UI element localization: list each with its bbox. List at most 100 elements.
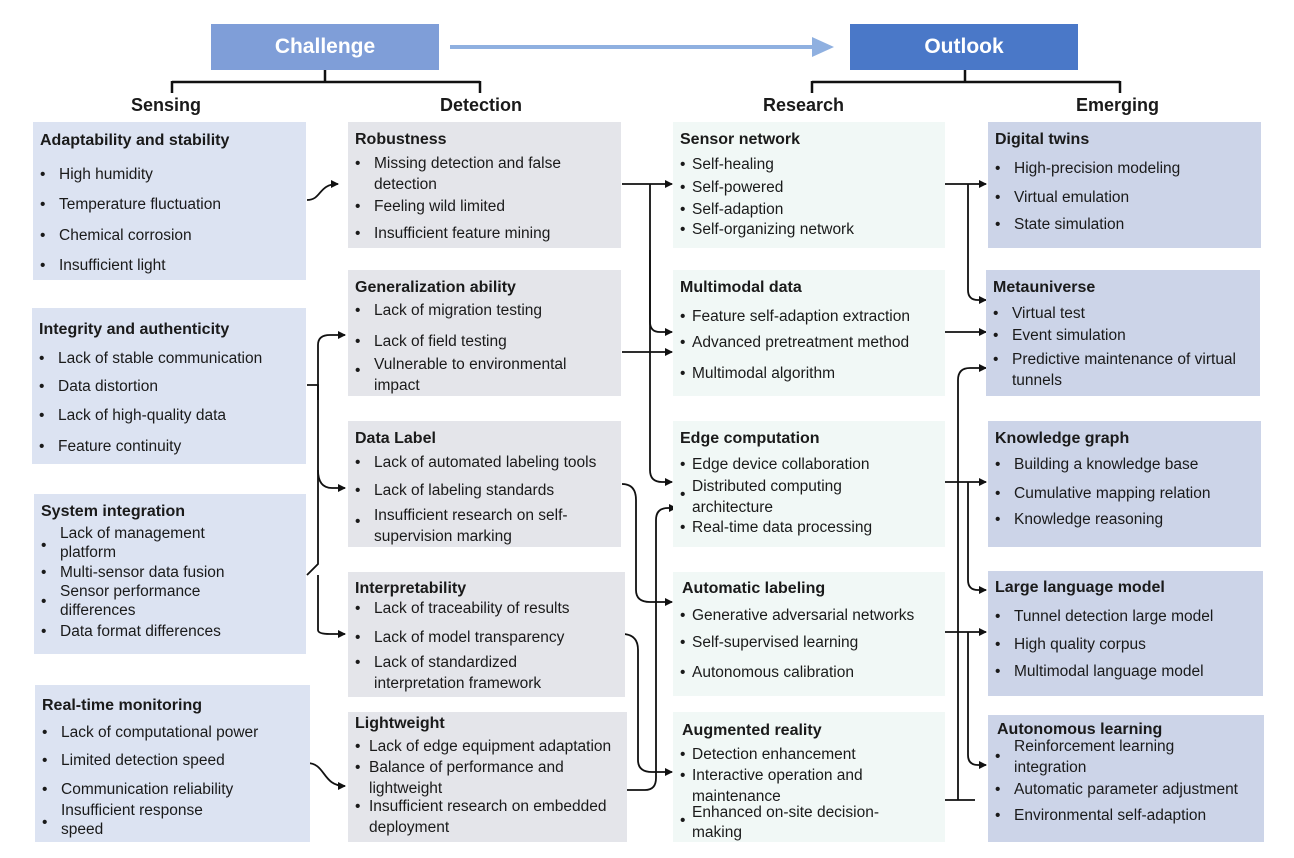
list-item: •Environmental self-adaption bbox=[995, 807, 1207, 824]
list-item: •Multimodal algorithm bbox=[680, 365, 835, 382]
emerging-box-digital-twins: Digital twins •High-precision modeling •… bbox=[988, 122, 1261, 248]
list-item: •Feature continuity bbox=[39, 438, 182, 455]
list-item: •Sensor performance differences bbox=[41, 583, 201, 619]
list-item: •Lack of model transparency bbox=[355, 629, 565, 646]
list-item: •Interactive operation and maintenance bbox=[680, 767, 863, 805]
list-item: •Enhanced on-site decision-making bbox=[680, 804, 879, 841]
column-title-detection: Detection bbox=[440, 95, 523, 115]
column-title-sensing: Sensing bbox=[131, 95, 202, 115]
detection-box-interpretability: Interpretability •Lack of traceability o… bbox=[348, 572, 625, 697]
list-item: •Lack of traceability of results bbox=[355, 600, 570, 617]
list-item: •Event simulation bbox=[993, 327, 1126, 344]
list-item: •Lack of management platform bbox=[41, 525, 205, 561]
emerging-box-large-language-model: Large language model •Tunnel detection l… bbox=[988, 571, 1263, 696]
emerging-box-metauniverse: Metauniverse •Virtual test •Event simula… bbox=[986, 270, 1260, 396]
list-item: •Insufficient research on embedded deplo… bbox=[355, 798, 607, 836]
research-box-edge-computation: Edge computation •Edge device collaborat… bbox=[673, 421, 945, 547]
list-item: •Insufficient research on self-supervisi… bbox=[355, 507, 568, 545]
list-item: •Data distortion bbox=[39, 378, 158, 395]
list-item: •Data format differences bbox=[41, 623, 221, 640]
detection-box-lightweight: Lightweight •Lack of edge equipment adap… bbox=[348, 712, 627, 842]
list-item: •Temperature fluctuation bbox=[40, 196, 221, 213]
sensing-box-system-integration: System integration •Lack of management p… bbox=[34, 494, 306, 654]
list-item: •Insufficient feature mining bbox=[355, 225, 551, 242]
list-item: •Balance of performance and lightweight bbox=[355, 759, 564, 797]
list-item: •Tunnel detection large model bbox=[995, 608, 1214, 625]
outlook-bracket bbox=[810, 70, 1122, 93]
list-item: •Lack of stable communication bbox=[39, 350, 263, 367]
detection-box-robustness: Robustness •Missing detection and false … bbox=[348, 122, 621, 248]
box-title: Metauniverse bbox=[993, 279, 1096, 296]
emerging-box-autonomous-learning: Autonomous learning •Reinforcement learn… bbox=[988, 715, 1264, 842]
box-title: Sensor network bbox=[680, 131, 801, 148]
list-item: •Lack of migration testing bbox=[355, 302, 543, 319]
research-emerging-connectors bbox=[945, 180, 987, 801]
list-item: •Missing detection and false detection bbox=[355, 155, 561, 193]
box-title: Automatic labeling bbox=[682, 580, 826, 597]
list-item: •Multi-sensor data fusion bbox=[41, 564, 225, 581]
list-item: •Building a knowledge base bbox=[995, 456, 1199, 473]
research-box-augmented-reality: Augmented reality •Detection enhancement… bbox=[673, 712, 945, 842]
box-title: Robustness bbox=[355, 131, 447, 148]
emerging-box-knowledge-graph: Knowledge graph •Building a knowledge ba… bbox=[988, 421, 1261, 547]
list-item: •Self-organizing network bbox=[680, 221, 854, 238]
list-item: •High-precision modeling bbox=[995, 160, 1181, 177]
list-item: •Lack of field testing bbox=[355, 333, 507, 350]
sensing-detection-connectors bbox=[306, 180, 346, 790]
sensing-box-integrity: Integrity and authenticity •Lack of stab… bbox=[32, 308, 306, 464]
box-title: Large language model bbox=[995, 579, 1165, 596]
list-item: •Generative adversarial networks bbox=[680, 607, 915, 624]
list-item: •Predictive maintenance of virtual tunne… bbox=[993, 351, 1237, 389]
list-item: •State simulation bbox=[995, 216, 1125, 233]
list-item: •Advanced pretreatment method bbox=[680, 334, 910, 351]
list-item: •Lack of edge equipment adaptation bbox=[355, 738, 612, 755]
challenge-to-outlook-arrow bbox=[450, 37, 834, 57]
list-item: •Edge device collaboration bbox=[680, 456, 870, 473]
column-title-emerging: Emerging bbox=[1076, 95, 1160, 115]
list-item: •Feeling wild limited bbox=[355, 198, 505, 215]
list-item: •Knowledge reasoning bbox=[995, 511, 1164, 528]
box-title: Knowledge graph bbox=[995, 430, 1130, 447]
research-box-sensor-network: Sensor network •Self-healing •Self-power… bbox=[673, 122, 945, 248]
list-item: •Autonomous calibration bbox=[680, 664, 854, 681]
list-item: •Lack of standardized interpretation fra… bbox=[355, 654, 542, 692]
detection-box-data-label: Data Label •Lack of automated labeling t… bbox=[348, 421, 621, 547]
box-title: Digital twins bbox=[995, 131, 1090, 148]
list-item: •Self-healing bbox=[680, 156, 774, 173]
list-item: •Virtual test bbox=[993, 305, 1085, 322]
list-item: •Detection enhancement bbox=[680, 746, 856, 763]
box-title: Real-time monitoring bbox=[42, 697, 203, 714]
list-item: •Feature self-adaption extraction bbox=[680, 308, 910, 325]
list-item: •High quality corpus bbox=[995, 636, 1146, 653]
list-item: •Insufficient light bbox=[40, 257, 166, 274]
list-item: •Self-adaption bbox=[680, 201, 784, 218]
box-title: Autonomous learning bbox=[997, 721, 1163, 738]
list-item: •Lack of computational power bbox=[42, 724, 259, 741]
list-item: •Automatic parameter adjustment bbox=[995, 781, 1238, 798]
list-item: •Virtual emulation bbox=[995, 189, 1130, 206]
list-item: •Self-supervised learning bbox=[680, 634, 859, 651]
box-title: Edge computation bbox=[680, 430, 820, 447]
challenge-bracket bbox=[170, 70, 482, 93]
box-title: System integration bbox=[41, 503, 186, 520]
detection-box-generalization: Generalization ability •Lack of migratio… bbox=[348, 270, 621, 396]
sensing-box-realtime: Real-time monitoring •Lack of computatio… bbox=[35, 685, 310, 842]
box-title: Adaptability and stability bbox=[40, 132, 230, 149]
challenge-header: Challenge bbox=[211, 24, 439, 70]
list-item: •Limited detection speed bbox=[42, 752, 225, 769]
list-item: •Communication reliability bbox=[42, 781, 234, 798]
box-title: Lightweight bbox=[355, 715, 445, 732]
outlook-header: Outlook bbox=[850, 24, 1078, 70]
detection-research-connectors bbox=[621, 180, 677, 791]
column-title-research: Research bbox=[763, 95, 845, 115]
list-item: •Vulnerable to environmental impact bbox=[355, 356, 567, 394]
list-item: •Multimodal language model bbox=[995, 663, 1204, 680]
list-item: •Distributed computing architecture bbox=[680, 478, 842, 516]
list-item: •Lack of automated labeling tools bbox=[355, 454, 597, 471]
list-item: •High humidity bbox=[40, 166, 153, 183]
list-item: •Chemical corrosion bbox=[40, 227, 192, 244]
sensing-box-adaptability: Adaptability and stability •High humidit… bbox=[33, 122, 306, 280]
list-item: •Real-time data processing bbox=[680, 519, 873, 536]
box-title: Generalization ability bbox=[355, 279, 516, 296]
